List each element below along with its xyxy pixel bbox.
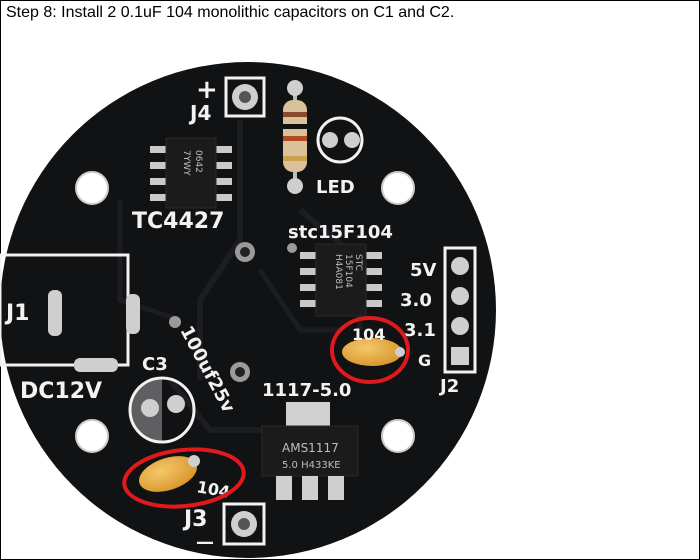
svg-text:H4A081: H4A081 [333, 254, 343, 290]
vias [169, 242, 297, 382]
svg-text:G: G [418, 351, 431, 370]
tc4427-chip: 0642 7YWY [150, 137, 232, 209]
svg-text:J3: J3 [182, 507, 208, 532]
led-footprint [316, 116, 364, 164]
j3-connector-pad [222, 502, 266, 546]
svg-text:+: + [196, 75, 218, 105]
svg-text:0642: 0642 [193, 150, 203, 173]
resistor-component [283, 80, 307, 194]
svg-text:5.0 H433KE: 5.0 H433KE [282, 460, 341, 471]
j1-dc-jack [0, 253, 140, 372]
svg-text:J4: J4 [188, 101, 211, 125]
j4-connector-pad [224, 76, 266, 118]
svg-text:1117-5.0: 1117-5.0 [262, 380, 351, 401]
svg-text:3.0: 3.0 [400, 290, 432, 311]
svg-text:C3: C3 [142, 354, 168, 375]
highlight-c2-ring [122, 447, 246, 509]
j2-header [443, 246, 477, 374]
svg-text:DC12V: DC12V [20, 379, 102, 404]
svg-text:LED: LED [316, 177, 355, 198]
svg-text:15F104: 15F104 [343, 254, 353, 288]
svg-text:J2: J2 [438, 376, 459, 397]
svg-text:—: — [196, 532, 214, 553]
svg-text:5V: 5V [410, 260, 437, 281]
step-caption: Step 8: Install 2 0.1uF 104 monolithic c… [6, 4, 455, 21]
svg-text:TC4427: TC4427 [132, 209, 224, 234]
mounting-holes [75, 171, 415, 453]
svg-text:7YWY: 7YWY [181, 150, 191, 176]
capacitor-104-left [139, 455, 200, 492]
pcb-board [0, 62, 496, 558]
highlight-c1-ring [330, 316, 410, 384]
svg-text:104: 104 [352, 325, 385, 344]
svg-text:STC: STC [353, 254, 363, 271]
svg-text:AMS1117: AMS1117 [282, 441, 339, 455]
svg-text:J1: J1 [4, 301, 30, 326]
c3-capacitor-footprint [128, 376, 196, 444]
ams1117-regulator: AMS1117 5.0 H433KE [261, 402, 359, 500]
svg-text:stc15F104: stc15F104 [288, 222, 393, 243]
svg-text:3.1: 3.1 [404, 320, 436, 341]
stc15f104-chip: STC 15F104 H4A081 [300, 243, 382, 317]
capacitor-104-right [342, 338, 405, 366]
